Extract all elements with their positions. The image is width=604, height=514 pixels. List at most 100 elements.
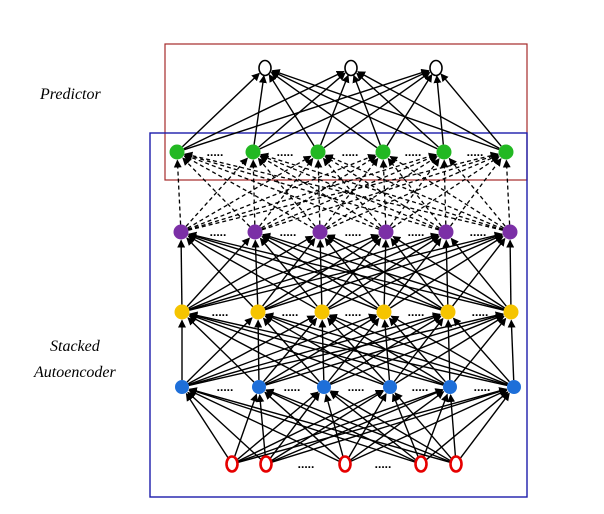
ellipsis-feature-1: .....: [277, 145, 294, 159]
edge-hidden-3-3-to-feature-2: [322, 157, 382, 227]
edge-hidden-3-4-to-feature-2: [324, 155, 440, 229]
edge-feature-5-to-output-0: [271, 69, 500, 151]
ellipsis-hidden-3-1: .....: [280, 225, 297, 239]
edge-hidden-1-1-to-hidden-2-2: [262, 317, 318, 383]
edge-hidden-1-3-to-hidden-2-1: [264, 315, 385, 385]
edge-hidden-3-1-to-feature-5: [261, 152, 499, 231]
ellipsis-hidden-3-0: .....: [210, 225, 227, 239]
node-hidden-1-0: [175, 380, 189, 394]
node-hidden-2-5: [503, 304, 519, 320]
node-hidden-3-0: [173, 224, 189, 240]
ellipsis-hidden-2-3: .....: [408, 305, 425, 319]
edge-hidden-3-5-to-feature-1: [260, 152, 503, 231]
node-feature-5: [498, 144, 514, 160]
node-feature-2: [310, 144, 326, 160]
ellipsis-hidden-1-3: .....: [412, 380, 429, 394]
edge-hidden-2-5-to-hidden-3-2: [326, 234, 505, 310]
edge-input-3-to-hidden-1-0: [188, 387, 416, 463]
edge-feature-4-to-output-0: [271, 70, 438, 150]
edge-hidden-2-5-to-hidden-3-4: [450, 237, 507, 307]
ellipsis-feature-0: .....: [207, 145, 224, 159]
edge-input-2-to-hidden-1-4: [349, 391, 445, 461]
node-feature-4: [436, 144, 452, 160]
ellipsis-hidden-3-2: .....: [345, 225, 362, 239]
edge-hidden-1-4-to-hidden-2-1: [264, 313, 444, 386]
ellipsis-hidden-1-1: .....: [284, 380, 301, 394]
edge-input-1-to-hidden-1-2: [269, 392, 320, 460]
node-input-3: [414, 455, 428, 473]
predictor-label: Predictor: [40, 86, 101, 103]
edge-input-4-to-hidden-1-5: [459, 392, 510, 460]
edge-hidden-1-5-to-hidden-2-1: [265, 312, 508, 386]
edge-input-4-to-hidden-1-4: [447, 394, 457, 458]
edge-hidden-3-1-to-feature-1: [249, 159, 258, 225]
node-hidden-2-1: [250, 304, 266, 320]
edge-hidden-2-4-to-hidden-3-1: [261, 234, 442, 310]
edge-hidden-3-0-to-feature-4: [188, 152, 437, 231]
edge-feature-0-to-output-0: [181, 72, 260, 148]
node-input-1: [259, 455, 273, 473]
edge-hidden-3-5-to-feature-4: [448, 157, 506, 227]
edge-input-1-to-hidden-1-0: [187, 391, 262, 461]
edge-input-0-to-hidden-1-0: [185, 392, 230, 459]
edge-hidden-1-2-to-hidden-2-1: [262, 317, 320, 383]
node-hidden-2-2: [314, 304, 330, 320]
edge-feature-3-to-output-2: [386, 73, 433, 147]
ellipsis-hidden-2-2: .....: [345, 305, 362, 319]
edge-input-0-to-hidden-1-1: [233, 393, 258, 459]
edge-feature-3-to-output-0: [270, 72, 378, 149]
edge-hidden-1-5-to-hidden-2-5: [507, 319, 516, 381]
edge-hidden-3-4-to-feature-5: [449, 158, 502, 227]
node-input-4: [449, 455, 463, 473]
node-feature-0: [169, 144, 185, 160]
edge-feature-5-to-output-1: [357, 71, 500, 150]
edge-input-4-to-hidden-1-2: [330, 390, 451, 462]
edge-hidden-1-1-to-hidden-2-3: [264, 315, 378, 385]
edge-hidden-3-5-to-feature-3: [389, 155, 505, 229]
edge-hidden-2-2-to-hidden-3-1: [259, 237, 318, 307]
edge-hidden-3-2-to-feature-0: [183, 155, 314, 229]
edge-hidden-1-5-to-hidden-2-0: [189, 311, 508, 387]
edge-input-0-to-hidden-1-2: [236, 391, 319, 461]
edge-hidden-3-2-to-feature-3: [324, 157, 379, 227]
ellipsis-hidden-2-4: .....: [472, 305, 489, 319]
edge-input-1-to-hidden-1-1: [256, 394, 267, 458]
edge-input-3-to-hidden-1-5: [425, 391, 509, 461]
edge-feature-4-to-output-2: [433, 75, 444, 145]
edge-hidden-2-0-to-hidden-3-0: [177, 239, 186, 305]
edge-hidden-2-5-to-hidden-3-5: [506, 239, 515, 305]
edge-hidden-2-4-to-hidden-3-0: [188, 232, 442, 311]
edge-feature-2-to-output-1: [320, 74, 350, 146]
edge-hidden-3-2-to-feature-1: [257, 157, 316, 227]
node-hidden-1-3: [383, 380, 397, 394]
ellipsis-input-1: .....: [375, 457, 392, 471]
edge-hidden-1-0-to-hidden-2-2: [187, 315, 316, 385]
node-hidden-1-5: [507, 380, 521, 394]
ellipsis-hidden-1-0: .....: [217, 380, 234, 394]
edge-hidden-2-1-to-hidden-3-0: [186, 237, 254, 308]
ellipsis-hidden-3-3: .....: [408, 225, 425, 239]
edge-hidden-1-5-to-hidden-2-4: [452, 317, 510, 383]
edge-hidden-3-4-to-feature-4: [440, 159, 449, 225]
edge-input-3-to-hidden-1-1: [265, 389, 416, 462]
edge-hidden-3-2-to-feature-5: [326, 154, 500, 230]
ellipsis-hidden-2-1: .....: [282, 305, 299, 319]
edge-hidden-3-2-to-feature-2: [314, 159, 323, 225]
edge-feature-3-to-output-1: [352, 74, 381, 146]
node-hidden-3-5: [502, 224, 518, 240]
edge-hidden-3-3-to-feature-1: [259, 155, 380, 229]
edge-hidden-1-3-to-hidden-2-0: [189, 313, 384, 386]
node-output-1: [344, 59, 358, 77]
node-feature-1: [245, 144, 261, 160]
edge-input-1-to-hidden-1-3: [271, 390, 385, 462]
edge-input-0-to-hidden-1-3: [237, 389, 384, 462]
ellipsis-feature-2: .....: [342, 145, 359, 159]
connection-edges: [173, 68, 516, 463]
edge-hidden-1-4-to-hidden-2-0: [189, 312, 444, 386]
edge-hidden-1-0-to-hidden-2-3: [188, 313, 377, 386]
stacked-label: Stacked: [50, 338, 100, 355]
ellipsis-hidden-3-4: .....: [470, 225, 487, 239]
node-hidden-2-3: [376, 304, 392, 320]
node-hidden-3-1: [247, 224, 263, 240]
